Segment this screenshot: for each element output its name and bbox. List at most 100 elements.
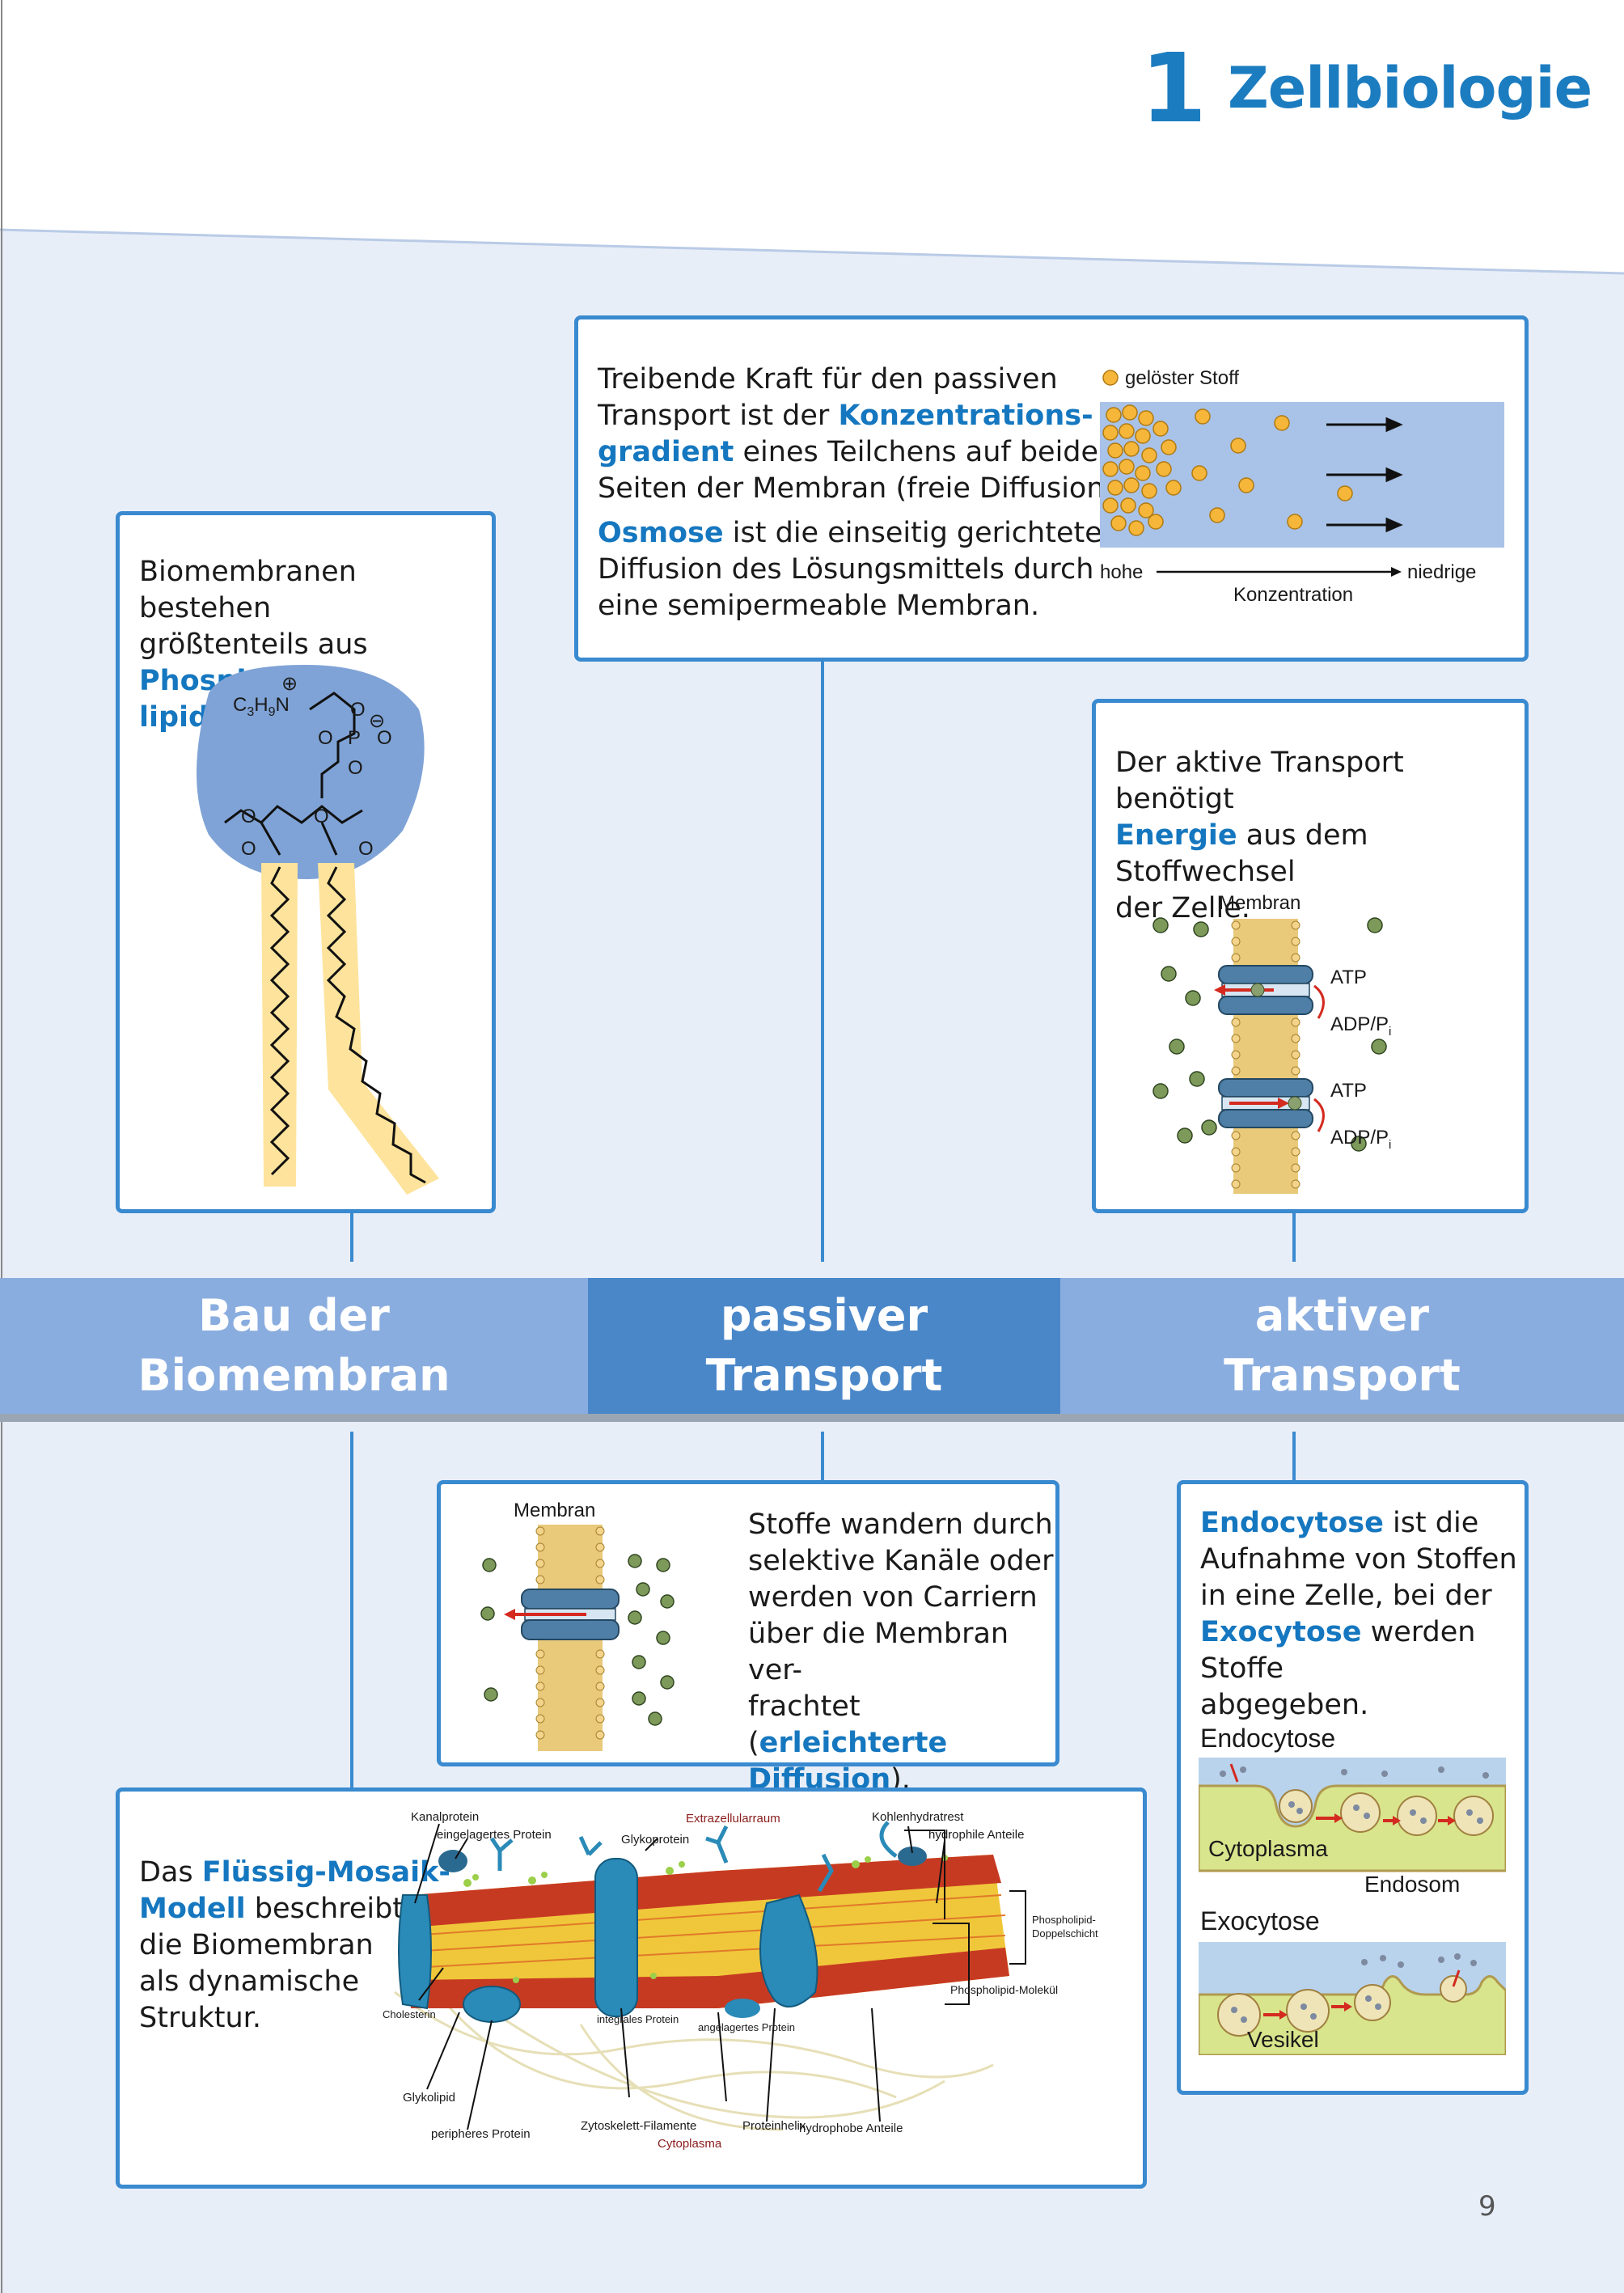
passive-bottom-line-3: werden von Carriern (748, 1581, 1038, 1614)
band-left-line-1: Bau der (198, 1290, 390, 1341)
chapter-number: 1 (1140, 32, 1207, 144)
molecule-o-5: O (241, 806, 256, 827)
mosaic-box: Das Flüssig-Mosaik- Modell beschreibt di… (116, 1787, 1147, 2189)
passive-bottom-membrane-label: Membran (514, 1500, 595, 1521)
phospholipid-head (197, 665, 425, 879)
label-cholesterin: Cholesterin (383, 2008, 436, 2020)
cytoskeleton-filaments (394, 1991, 994, 2131)
glycoprotein-chains (489, 1821, 898, 1893)
channel-protein (504, 1589, 620, 1640)
active-bottom-line-5: abgegeben. (1200, 1689, 1369, 1721)
active-top-highlight-energie: Energie (1115, 819, 1237, 852)
passive-top-line-1: Treibende Kraft für den passiven (598, 363, 1058, 396)
mosaic-text: Das Flüssig-Mosaik- Modell beschreibt di… (139, 1855, 450, 2037)
molecule-o-6: O (314, 806, 329, 827)
molecule-o-4: O (348, 757, 363, 779)
fluid-mosaic-diagram: Kanalprotein eingelagertes Protein Glyko… (383, 1810, 1098, 2151)
molecule-o-7: O (241, 838, 256, 860)
tail-1-chain (269, 866, 290, 1176)
label-leader-lines (414, 1823, 1026, 2130)
mosaic-highlight-modell: Modell (139, 1893, 246, 1925)
concentration-low-label: niedrige (1407, 561, 1476, 583)
label-phospholipid-doppelschicht-1: Phospholipid- (1032, 1914, 1096, 1926)
active-bottom-line-4b: werden Stoffe (1200, 1616, 1476, 1685)
passive-bottom-line-5a: frachtet ( (748, 1690, 861, 1759)
bilayer-texture (410, 1894, 1006, 1969)
passive-top-line-5b: ist die einseitig gerichtete (723, 517, 1102, 549)
passive-top-line-2a: Transport ist der (598, 400, 839, 432)
passive-top-box: Treibende Kraft für den passiven Transpo… (574, 315, 1529, 662)
label-hydrophobe-anteile: hydrophobe Anteile (799, 2122, 903, 2135)
concentration-axis-label: Konzentration (1233, 584, 1353, 606)
active-bottom-line-1b: ist die (1383, 1507, 1479, 1539)
active-top-text: Der aktive Transport benötigt Energie au… (1115, 745, 1525, 927)
passive-bottom-line-4: über die Membran ver- (748, 1618, 1009, 1686)
active-bottom-box: Endocytose ist die Aufnahme von Stoffen … (1177, 1480, 1529, 2095)
concentration-high-label: hohe (1100, 561, 1143, 583)
bilayer-upper-heads (411, 1855, 1001, 1927)
passive-top-highlight-gradient: gradient (598, 436, 734, 468)
label-eingelagertes-protein: eingelagertes Protein (437, 1828, 552, 1842)
band-right-line-1: aktiver (1254, 1290, 1430, 1341)
passive-bottom-line-1: Stoffe wandern durch (748, 1508, 1053, 1541)
mosaic-line-3: die Biomembran (139, 1929, 374, 1961)
passive-bottom-box: Membran Stoffe wandern durch selektive K… (437, 1480, 1059, 1796)
atp-label-2: ATP (1330, 1080, 1367, 1102)
glycolipid-dots (463, 1855, 948, 1983)
passive-top-text: Treibende Kraft für den passiven Transpo… (598, 362, 1124, 624)
passive-bottom-highlight-erleichterte: erleichterte (759, 1727, 948, 1759)
tail-2-chain (326, 866, 426, 1184)
label-glykoprotein: Glykoprotein (621, 1833, 689, 1847)
passive-bottom-molecules (480, 1554, 675, 1726)
phospholipid-tail-1 (261, 863, 298, 1187)
solute-particles (1102, 404, 1353, 536)
label-angelagertes-protein: angelagertes Protein (698, 2021, 795, 2033)
label-glykolipid: Glykolipid (403, 2091, 455, 2105)
label-proteinhelix: Proteinhelix (742, 2119, 806, 2133)
molecule-o-8: O (358, 838, 374, 860)
passive-top-line-7: eine semipermeable Membran. (598, 590, 1040, 622)
active-membrane-label: Membran (1219, 892, 1300, 914)
band-right-line-2: Transport (1224, 1350, 1461, 1401)
label-phospholipid-doppelschicht-2: Doppelschicht (1032, 1927, 1098, 1940)
endosom-label: Endosom (1364, 1872, 1460, 1895)
angelagertes-protein-shape (725, 1999, 760, 2018)
band-center-line-2: Transport (705, 1350, 943, 1401)
page-number: 9 (1478, 2190, 1496, 2223)
molecule-o-3: O (377, 727, 392, 749)
label-kanalprotein: Kanalprotein (411, 1810, 479, 1824)
label-phospholipid-molekuel: Phospholipid-Molekül (950, 1983, 1058, 1996)
endocytose-diagram: Cytoplasma Endosom (1199, 1758, 1506, 1895)
mosaic-highlight-fluessig: Flüssig-Mosaik- (201, 1856, 450, 1889)
active-transport-diagram: Membran (1152, 892, 1391, 1194)
bilayer-lower-heads (411, 1948, 1009, 2008)
mosaic-line-4: als dynamische (139, 1965, 360, 1998)
active-pump-1 (1214, 965, 1325, 1019)
label-extrazellularraum: Extrazellularraum (686, 1812, 780, 1826)
adp-label-2: ADP/Pi (1330, 1127, 1391, 1152)
exocytose-title: Exocytose (1200, 1906, 1320, 1936)
active-top-line-1: Der aktive Transport benötigt (1115, 747, 1404, 815)
vesikel-label: Vesikel (1247, 2027, 1319, 2052)
adp-label-1: ADP/Pi (1330, 1013, 1391, 1039)
headgroup-chain (309, 692, 356, 798)
diffusion-arrows (1326, 417, 1403, 533)
passive-top-highlight-konzentration: Konzentrations- (838, 400, 1093, 432)
peripheres-protein-shape (463, 1986, 521, 2023)
passive-top-line-3b: eines Teilchens auf beiden (734, 436, 1117, 468)
label-peripheres-protein: peripheres Protein (431, 2127, 531, 2141)
glycerol-backbone (224, 805, 363, 824)
active-membrane-bilayer (1233, 919, 1298, 1194)
bau-box: Biomembranen bestehen größtenteils aus P… (116, 511, 496, 1213)
band-center-line-1: passiver (720, 1290, 928, 1341)
mosaic-line-1a: Das (139, 1856, 202, 1889)
label-kohlenhydratrest: Kohlenhydratrest (872, 1810, 964, 1824)
bau-text-line-2: größtenteils aus (139, 628, 368, 661)
band-passiver-transport: passiver Transport (588, 1278, 1060, 1414)
active-bottom-text: Endocytose ist die Aufnahme von Stoffen … (1200, 1505, 1525, 1724)
passive-bottom-text: Stoffe wandern durch selektive Kanäle od… (748, 1507, 1055, 1798)
passive-bottom-line-2: selektive Kanäle oder (748, 1545, 1054, 1577)
cytoplasma-label: Cytoplasma (1208, 1836, 1328, 1861)
molecule-minus-charge: ⊖ (369, 710, 385, 732)
active-molecules (1152, 917, 1387, 1152)
